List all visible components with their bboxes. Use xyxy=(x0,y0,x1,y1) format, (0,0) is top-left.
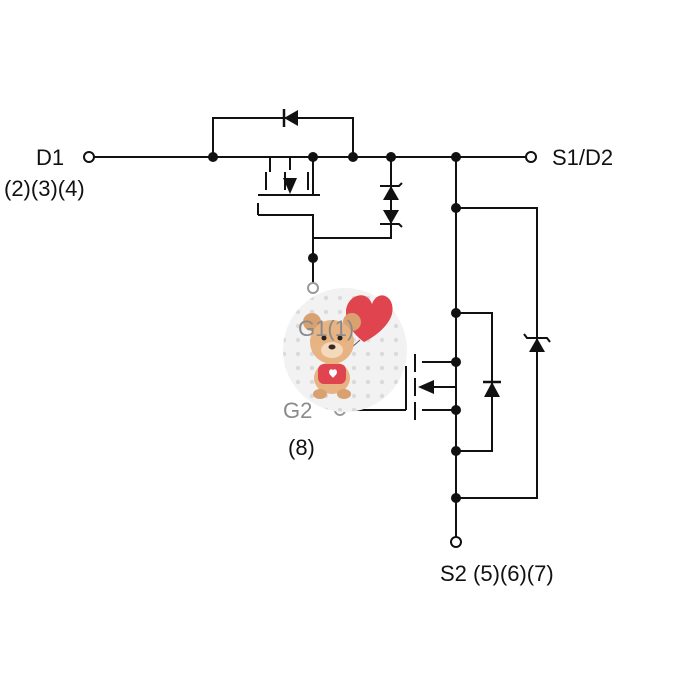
top-diode-icon xyxy=(282,109,298,127)
q1-gate-wire xyxy=(258,214,314,258)
s2-label: S2 (5)(6)(7) xyxy=(440,561,554,586)
teddy-bear-sticker-icon xyxy=(283,288,407,412)
q1-drain-wire xyxy=(245,156,271,172)
s1d2-label: S1/D2 xyxy=(552,145,613,170)
zener-pair-icon xyxy=(380,182,403,228)
q2-arrow-icon xyxy=(418,380,434,394)
outer-loop-wire xyxy=(456,207,538,499)
d1-terminal-icon xyxy=(83,151,95,163)
g2-label: G2 xyxy=(283,398,312,423)
g1-terminal-icon xyxy=(307,282,319,294)
g1-label: G1(1) xyxy=(298,316,354,341)
d1-pins-label: (2)(3)(4) xyxy=(4,176,85,201)
s2-terminal-icon xyxy=(450,536,462,548)
d1-label: D1 xyxy=(36,145,64,170)
diode2-icon xyxy=(483,380,501,397)
s1d2-terminal-icon xyxy=(525,151,537,163)
right-zener-icon xyxy=(523,333,551,352)
junction-dots xyxy=(208,152,461,503)
terminals xyxy=(83,151,537,548)
zener1-wire xyxy=(313,157,392,239)
q1-arrow-icon xyxy=(283,178,297,194)
g2-pin-label: (8) xyxy=(288,435,315,460)
